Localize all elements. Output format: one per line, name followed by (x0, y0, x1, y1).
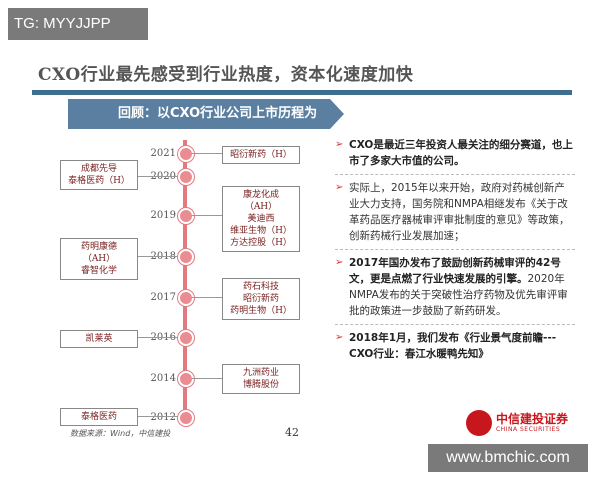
divider (335, 249, 575, 250)
section-banner: 回顾：以CXO行业公司上市历程为例 (68, 99, 330, 151)
company-name: 维亚生物（H） (230, 226, 292, 236)
connector-line (192, 378, 222, 379)
company-name: 昭衍新药 (242, 294, 279, 304)
listing-box-left: 凯莱英 (60, 330, 138, 348)
timeline-dot (178, 249, 194, 265)
connector-line (138, 337, 178, 338)
bullet-marker-icon: ➢ (335, 139, 344, 150)
company-name: 康龙化成 (242, 190, 279, 200)
title-underline (32, 90, 572, 95)
bullet-item: ➢ 实际上，2015年以来开始，政府对药械创新产业大力支持，国务院和NMPA相继… (335, 180, 575, 244)
channel-tag: TG: MYYJJPP (8, 8, 148, 40)
company-name: 博腾股份 (242, 380, 279, 390)
page-number: 42 (285, 426, 299, 439)
listing-box-right: 昭衍新药（H） (222, 146, 300, 164)
company-name: 睿智化学 (80, 266, 117, 276)
connector-line (138, 416, 178, 417)
company-name: 泰格医药（H） (68, 176, 130, 186)
watermark: www.bmchic.com (428, 444, 588, 472)
listing-box-left: 药明康德 （AH） 睿智化学 (60, 238, 138, 280)
listing-box-right: 九洲药业 博腾股份 (222, 364, 300, 394)
timeline-dot (178, 330, 194, 346)
timeline-dot (178, 169, 194, 185)
timeline-dot (178, 410, 194, 426)
company-name: 昭衍新药（H） (230, 150, 292, 160)
company-name: 美迪西 (247, 214, 275, 224)
timeline-dot (178, 146, 194, 162)
timeline-axis (183, 140, 187, 425)
bullet-item: ➢ 2018年1月，我们发布《行业景气度前瞻---CXO行业：春江水暖鸭先知》 (335, 330, 575, 362)
year-label: 2014 (150, 373, 176, 384)
timeline-dot (178, 208, 194, 224)
company-name: 药明康德 (80, 242, 117, 252)
timeline-dot (178, 290, 194, 306)
logo-subtitle: CHINA SECURITIES (496, 426, 561, 433)
company-name: （AH） (244, 202, 278, 212)
connector-line (192, 215, 222, 216)
company-name: 成都先导 (80, 164, 117, 174)
company-name: 药明生物（H） (230, 306, 292, 316)
listing-box-left: 成都先导 泰格医药（H） (60, 160, 138, 190)
bullet-list: ➢ CXO是最近三年投资人最关注的细分赛道，也上市了多家大市值的公司。 ➢ 实际… (335, 137, 575, 362)
year-label: 2012 (150, 412, 176, 423)
bullet-text: 实际上，2015年以来开始，政府对药械创新产业大力支持，国务院和NMPA相继发布… (349, 182, 570, 242)
bullet-marker-icon: ➢ (335, 332, 344, 343)
bullet-bold: 2018年1月，我们发布《行业景气度前瞻---CXO行业：春江水暖鸭先知》 (349, 332, 557, 360)
bullet-bold: CXO是最近三年投资人最关注的细分赛道，也上市了多家大市值的公司。 (349, 139, 573, 167)
listing-box-left: 泰格医药 (60, 408, 138, 426)
connector-line (192, 153, 222, 154)
bullet-marker-icon: ➢ (335, 257, 344, 268)
bullet-item: ➢ CXO是最近三年投资人最关注的细分赛道，也上市了多家大市值的公司。 (335, 137, 575, 169)
timeline-dot (178, 371, 194, 387)
divider (335, 174, 575, 175)
company-name: 药石科技 (242, 282, 279, 292)
company-name: 九洲药业 (242, 368, 279, 378)
bullet-marker-icon: ➢ (335, 182, 344, 193)
company-logo-icon (466, 410, 492, 436)
company-name: 泰格医药 (80, 412, 117, 422)
bullet-text: 2020年NMPA发布的关于突破性治疗药物及优先审评审批的政策进一步鼓励了新药研… (349, 273, 568, 317)
page-title: CXO行业最先感受到行业热度，资本化速度加快 (38, 65, 414, 85)
listing-box-right: 康龙化成 （AH） 美迪西 维亚生物（H） 方达控股（H） (222, 186, 300, 252)
connector-line (138, 256, 178, 257)
company-name: 凯莱英 (85, 334, 113, 344)
year-label: 2019 (150, 210, 176, 221)
banner-arrow-icon (330, 99, 344, 129)
divider (335, 324, 575, 325)
bullet-bold: 2017年国办发布了鼓励创新药械审评的42号文，更是点燃了行业快速发展的引擎。 (349, 257, 561, 285)
connector-line (192, 297, 222, 298)
listing-box-right: 药石科技 昭衍新药 药明生物（H） (222, 278, 300, 320)
bullet-item: ➢ 2017年国办发布了鼓励创新药械审评的42号文，更是点燃了行业快速发展的引擎… (335, 255, 575, 319)
logo-name: 中信建投证券 (496, 412, 569, 426)
company-name: 方达控股（H） (230, 238, 292, 248)
connector-line (138, 176, 178, 177)
year-label: 2021 (150, 148, 176, 159)
data-source: 数据来源：Wind，中信建投 (70, 429, 171, 438)
year-label: 2017 (150, 292, 176, 303)
company-name: （AH） (82, 254, 116, 264)
